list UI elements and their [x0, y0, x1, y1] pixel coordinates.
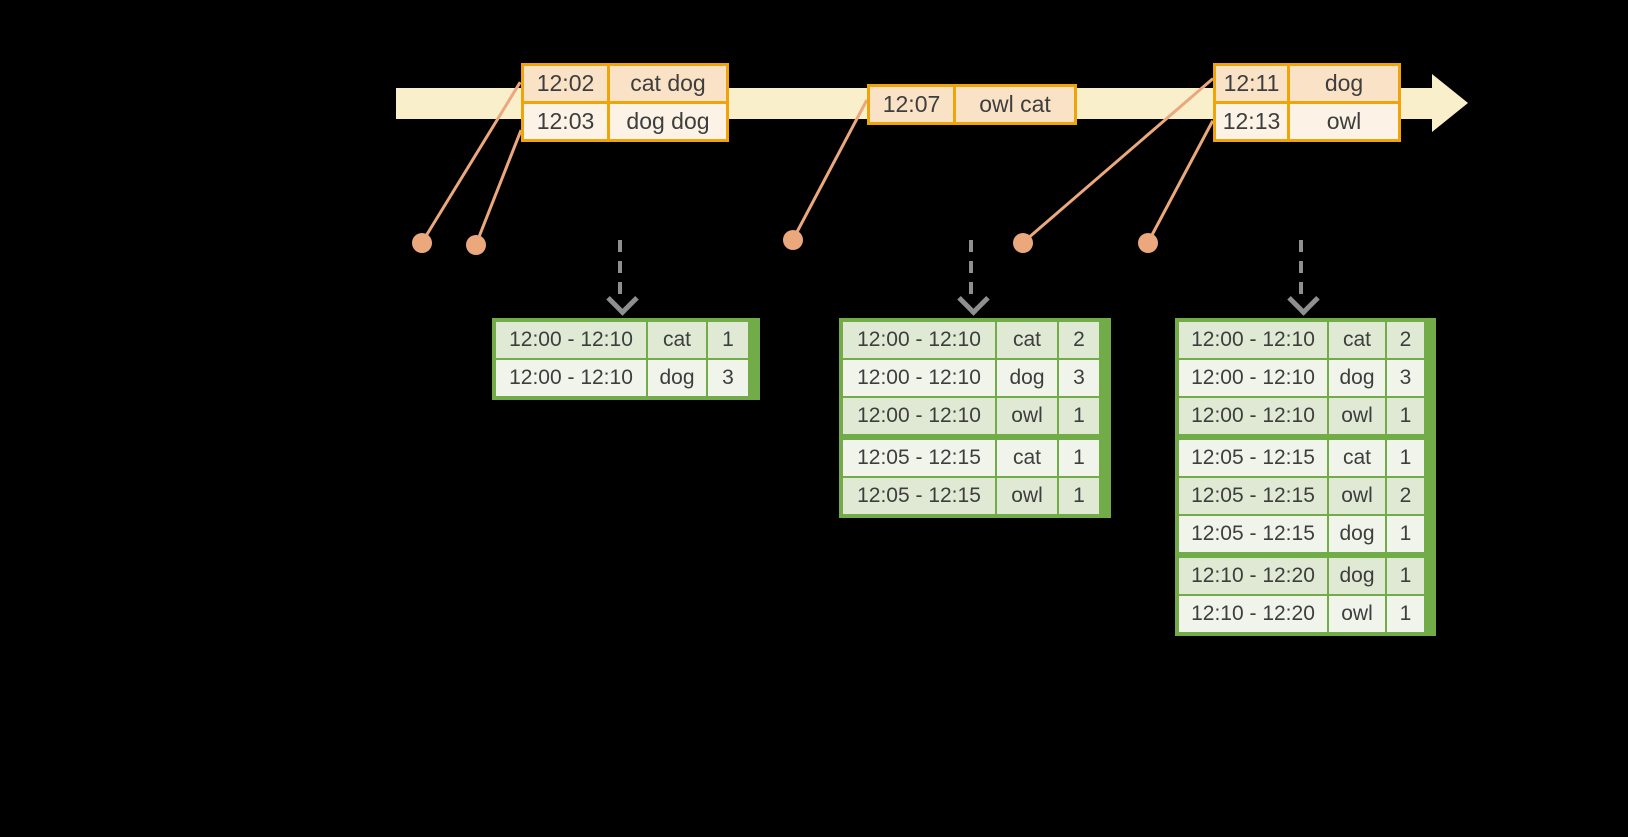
window-cell: 12:05 - 12:15 — [1179, 478, 1327, 514]
trigger-arrowhead-1-icon — [606, 283, 639, 316]
result-table-2: 12:00 - 12:10 cat 2 12:00 - 12:10 dog 3 … — [839, 318, 1111, 518]
window-cell: 12:10 - 12:20 — [1179, 558, 1327, 594]
word-cell: dog — [1329, 558, 1385, 594]
event-dot-1 — [412, 233, 432, 253]
window-cell: 12:00 - 12:10 — [843, 360, 995, 396]
word-cell: owl — [1329, 478, 1385, 514]
timeline-arrowhead — [1432, 74, 1468, 132]
table-row: 12:05 - 12:15 cat 1 — [843, 440, 1107, 476]
event-time-cell: 12:02 — [524, 66, 607, 101]
count-cell: 1 — [1387, 516, 1424, 552]
window-cell: 12:00 - 12:10 — [843, 322, 995, 358]
event-dot-4 — [1013, 233, 1033, 253]
table-row: 12:00 - 12:10 dog 3 — [1179, 360, 1432, 396]
event-time-cell: 12:07 — [870, 87, 953, 122]
count-cell: 3 — [1387, 360, 1424, 396]
event-words-cell: dog — [1290, 66, 1398, 101]
window-cell: 12:00 - 12:10 — [1179, 322, 1327, 358]
count-cell: 1 — [1387, 558, 1424, 594]
event-connector-5 — [1146, 119, 1215, 244]
count-cell: 2 — [1387, 478, 1424, 514]
word-cell: cat — [1329, 440, 1385, 476]
event-time-cell: 12:13 — [1216, 104, 1287, 139]
count-cell: 1 — [708, 322, 748, 358]
event-connector-3 — [791, 99, 869, 241]
word-cell: cat — [997, 440, 1057, 476]
count-cell: 3 — [1059, 360, 1099, 396]
count-cell: 1 — [1059, 398, 1099, 434]
word-cell: dog — [648, 360, 706, 396]
count-cell: 2 — [1387, 322, 1424, 358]
table-row: 12:00 - 12:10 owl 1 — [1179, 398, 1432, 434]
table-row: 12:00 - 12:10 dog 3 — [496, 360, 756, 396]
window-cell: 12:05 - 12:15 — [1179, 440, 1327, 476]
event-words-cell: dog dog — [610, 104, 726, 139]
count-cell: 1 — [1387, 398, 1424, 434]
table-row: 12:05 - 12:15 dog 1 — [1179, 516, 1432, 552]
window-cell: 12:10 - 12:20 — [1179, 596, 1327, 632]
count-cell: 1 — [1387, 440, 1424, 476]
event-dot-2 — [466, 235, 486, 255]
table-row: 12:10 - 12:20 dog 1 — [1179, 558, 1432, 594]
count-cell: 2 — [1059, 322, 1099, 358]
event-words-cell: owl cat — [956, 87, 1074, 122]
input-table-3: 12:11 dog 12:13 owl — [1213, 63, 1401, 142]
input-table-1: 12:02 cat dog 12:03 dog dog — [521, 63, 729, 142]
window-cell: 12:00 - 12:10 — [496, 360, 646, 396]
event-time-cell: 12:03 — [524, 104, 607, 139]
event-time-cell: 12:11 — [1216, 66, 1287, 101]
window-cell: 12:00 - 12:10 — [1179, 360, 1327, 396]
result-table-3: 12:00 - 12:10 cat 2 12:00 - 12:10 dog 3 … — [1175, 318, 1436, 636]
table-row: 12:10 - 12:20 owl 1 — [1179, 596, 1432, 632]
event-words-cell: owl — [1290, 104, 1398, 139]
table-row: 12:05 - 12:15 owl 2 — [1179, 478, 1432, 514]
table-row: 12:00 - 12:10 cat 2 — [1179, 322, 1432, 358]
word-cell: cat — [648, 322, 706, 358]
table-row: 12:00 - 12:10 owl 1 — [843, 398, 1107, 434]
event-dot-3 — [783, 230, 803, 250]
trigger-arrowhead-2-icon — [957, 283, 990, 316]
table-row: 12:05 - 12:15 owl 1 — [843, 478, 1107, 514]
window-cell: 12:00 - 12:10 — [843, 398, 995, 434]
word-cell: dog — [1329, 360, 1385, 396]
window-cell: 12:05 - 12:15 — [1179, 516, 1327, 552]
word-cell: dog — [1329, 516, 1385, 552]
window-cell: 12:00 - 12:10 — [1179, 398, 1327, 434]
input-table-2: 12:07 owl cat — [867, 84, 1077, 125]
result-table-1: 12:00 - 12:10 cat 1 12:00 - 12:10 dog 3 — [492, 318, 760, 400]
event-words-cell: cat dog — [610, 66, 726, 101]
count-cell: 1 — [1387, 596, 1424, 632]
count-cell: 1 — [1059, 478, 1099, 514]
table-row: 12:05 - 12:15 cat 1 — [1179, 440, 1432, 476]
trigger-arrow-2 — [969, 240, 973, 298]
trigger-arrow-1 — [618, 240, 622, 298]
word-cell: owl — [1329, 398, 1385, 434]
event-dot-5 — [1138, 233, 1158, 253]
trigger-arrowhead-3-icon — [1287, 283, 1320, 316]
count-cell: 1 — [1059, 440, 1099, 476]
table-row: 12:00 - 12:10 dog 3 — [843, 360, 1107, 396]
word-cell: owl — [997, 478, 1057, 514]
window-cell: 12:05 - 12:15 — [843, 478, 995, 514]
word-cell: owl — [997, 398, 1057, 434]
table-row: 12:00 - 12:10 cat 2 — [843, 322, 1107, 358]
word-cell: cat — [997, 322, 1057, 358]
table-row: 12:00 - 12:10 cat 1 — [496, 322, 756, 358]
window-cell: 12:05 - 12:15 — [843, 440, 995, 476]
word-cell: owl — [1329, 596, 1385, 632]
trigger-arrow-3 — [1299, 240, 1303, 298]
word-cell: cat — [1329, 322, 1385, 358]
count-cell: 3 — [708, 360, 748, 396]
word-cell: dog — [997, 360, 1057, 396]
window-cell: 12:00 - 12:10 — [496, 322, 646, 358]
